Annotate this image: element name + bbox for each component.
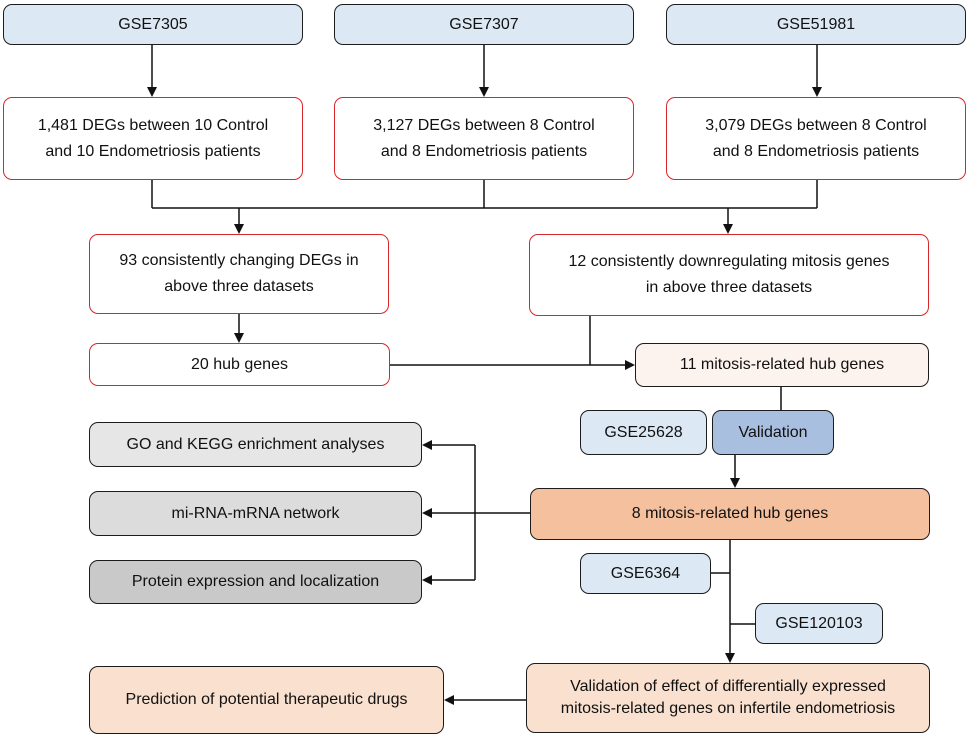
- drugs-label: Prediction of potential therapeutic drug…: [125, 691, 408, 708]
- therapeutic-drugs-prediction: Prediction of potential therapeutic drug…: [89, 666, 444, 734]
- validation-box: Validation: [712, 410, 834, 455]
- final-validation-line1: Validation of effect of differentially e…: [570, 678, 886, 695]
- mitosis-hub-genes-11-label: 11 mitosis-related hub genes: [679, 356, 885, 373]
- consistent-mitosis-line2: in above three datasets: [645, 279, 813, 296]
- dataset-gse51981-label: GSE51981: [776, 15, 856, 33]
- validation-label: Validation: [738, 423, 808, 441]
- degs-gse51981: 3,079 DEGs between 8 Control and 8 Endom…: [666, 97, 966, 180]
- hub-genes-20: 20 hub genes: [89, 343, 390, 386]
- consistent-changing-degs: 93 consistently changing DEGs in above t…: [89, 234, 389, 314]
- go-kegg-label: GO and KEGG enrichment analyses: [126, 435, 385, 453]
- degs-gse51981-line1: 3,079 DEGs between 8 Control: [705, 116, 927, 134]
- consistent-mitosis-line1: 12 consistently downregulating mitosis g…: [568, 253, 890, 270]
- dataset-gse6364-label: GSE6364: [610, 564, 681, 582]
- degs-gse7305-line1: 1,481 DEGs between 10 Control: [37, 116, 269, 134]
- dataset-gse120103: GSE120103: [755, 603, 883, 644]
- protein-expression-localization: Protein expression and localization: [89, 560, 422, 604]
- degs-gse7305-line2: and 10 Endometriosis patients: [45, 142, 261, 160]
- protein-label: Protein expression and localization: [131, 573, 380, 590]
- mitosis-hub-genes-8-label: 8 mitosis-related hub genes: [631, 505, 829, 522]
- dataset-gse7307-label: GSE7307: [449, 15, 519, 33]
- go-kegg-analyses: GO and KEGG enrichment analyses: [89, 422, 422, 467]
- final-validation-line2: mitosis-related genes on infertile endom…: [560, 700, 896, 717]
- mirna-label: mi-RNA-mRNA network: [171, 504, 340, 522]
- dataset-gse7305-label: GSE7305: [118, 15, 188, 33]
- dataset-gse6364: GSE6364: [580, 553, 711, 594]
- dataset-gse51981: GSE51981: [666, 4, 966, 45]
- degs-gse7307-line1: 3,127 DEGs between 8 Control: [373, 116, 595, 134]
- dataset-gse7305: GSE7305: [3, 4, 303, 45]
- consistent-changing-line1: 93 consistently changing DEGs in: [119, 252, 359, 269]
- dataset-gse25628: GSE25628: [580, 410, 707, 455]
- degs-gse7305: 1,481 DEGs between 10 Control and 10 End…: [3, 97, 303, 180]
- consistent-changing-line2: above three datasets: [164, 278, 314, 295]
- dataset-gse120103-label: GSE120103: [775, 614, 863, 632]
- mirna-mrna-network: mi-RNA-mRNA network: [89, 491, 422, 536]
- degs-gse7307: 3,127 DEGs between 8 Control and 8 Endom…: [334, 97, 634, 180]
- degs-gse7307-line2: and 8 Endometriosis patients: [380, 142, 588, 160]
- final-validation-box: Validation of effect of differentially e…: [526, 663, 930, 733]
- hub-genes-20-label: 20 hub genes: [191, 355, 288, 373]
- consistent-mitosis-genes: 12 consistently downregulating mitosis g…: [529, 234, 929, 316]
- mitosis-hub-genes-8: 8 mitosis-related hub genes: [530, 488, 930, 540]
- degs-gse51981-line2: and 8 Endometriosis patients: [712, 142, 920, 160]
- mitosis-hub-genes-11: 11 mitosis-related hub genes: [635, 343, 929, 387]
- dataset-gse25628-label: GSE25628: [604, 423, 683, 441]
- dataset-gse7307: GSE7307: [334, 4, 634, 45]
